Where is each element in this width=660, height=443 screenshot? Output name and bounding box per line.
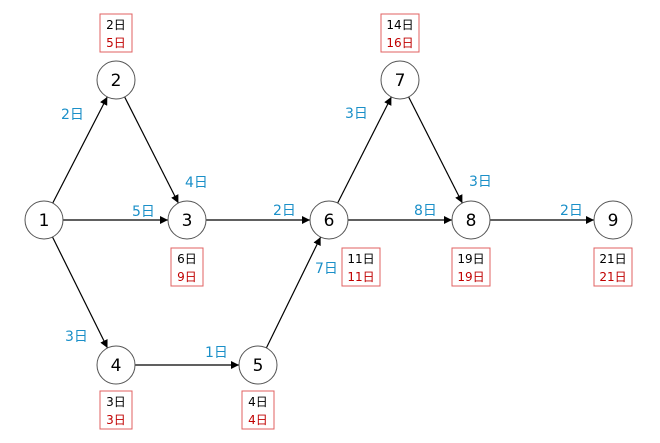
time-box-8-frame — [451, 247, 491, 287]
node-7-circle — [380, 60, 420, 100]
edge-1-2 — [52, 96, 108, 204]
edge-label-2-3: 4日 — [185, 175, 208, 191]
edge-labels: 2日 5日 3日 4日 2日 1日 7日 3日 8日 3日 2日 — [61, 106, 583, 361]
node-2-label: 2 — [111, 71, 122, 91]
edge-5-6 — [265, 236, 322, 349]
node-6-circle — [309, 200, 349, 240]
node-2: 2 — [96, 60, 136, 100]
node-9-label: 9 — [608, 211, 619, 231]
time-box-6-early: 11日 — [347, 252, 374, 266]
edge-label-6-8: 8日 — [414, 203, 437, 219]
node-9: 9 — [593, 200, 633, 240]
node-7-label: 7 — [395, 71, 406, 91]
edge-label-1-4: 3日 — [65, 329, 88, 345]
time-box-5-frame — [241, 390, 275, 430]
edge-label-5-6: 7日 — [315, 261, 338, 277]
time-box-7-late: 16日 — [386, 36, 413, 50]
time-box-7-frame — [380, 13, 420, 53]
time-boxes: 2日 5日 6日 9日 3日 3日 4日 4日 11日 11日 14日 16日 — [99, 13, 633, 430]
time-box-4-frame — [99, 390, 133, 430]
time-box-6-late: 11日 — [347, 270, 374, 284]
edge-2-3 — [124, 96, 179, 204]
time-box-4-early: 3日 — [106, 395, 126, 409]
node-7: 7 — [380, 60, 420, 100]
edge-6-7 — [337, 96, 392, 204]
time-box-6: 11日 11日 — [341, 247, 381, 287]
node-8: 8 — [451, 200, 491, 240]
time-box-9: 21日 21日 — [593, 247, 633, 287]
time-box-2-frame — [99, 13, 133, 53]
node-5-circle — [238, 345, 278, 385]
node-4-label: 4 — [111, 356, 122, 376]
node-6: 6 — [309, 200, 349, 240]
node-8-label: 8 — [466, 211, 477, 231]
node-9-circle — [593, 200, 633, 240]
nodes: 1 2 3 4 5 6 7 8 — [24, 60, 633, 385]
time-box-5-late: 4日 — [248, 413, 268, 427]
edge-1-4 — [51, 236, 109, 349]
time-box-2-early: 2日 — [106, 18, 126, 32]
time-box-8: 19日 19日 — [451, 247, 491, 287]
node-1-label: 1 — [39, 211, 50, 231]
edge-label-8-9: 2日 — [560, 203, 583, 219]
time-box-2-late: 5日 — [106, 36, 126, 50]
node-4-circle — [96, 345, 136, 385]
edge-label-4-5: 1日 — [205, 345, 228, 361]
time-box-7-early: 14日 — [386, 18, 413, 32]
time-box-9-early: 21日 — [599, 252, 626, 266]
time-box-5: 4日 4日 — [241, 390, 275, 430]
node-3-circle — [167, 200, 207, 240]
edge-label-1-3: 5日 — [132, 204, 155, 220]
time-box-9-frame — [593, 247, 633, 287]
time-box-6-frame — [341, 247, 381, 287]
node-3: 3 — [167, 200, 207, 240]
time-box-8-late: 19日 — [457, 270, 484, 284]
time-box-7: 14日 16日 — [380, 13, 420, 53]
node-6-label: 6 — [324, 211, 335, 231]
edges — [51, 96, 594, 369]
node-5: 5 — [238, 345, 278, 385]
time-box-9-late: 21日 — [599, 270, 626, 284]
edge-label-1-2: 2日 — [61, 107, 84, 123]
time-box-4: 3日 3日 — [99, 390, 133, 430]
node-1-circle — [24, 200, 64, 240]
time-box-3-late: 9日 — [177, 270, 197, 284]
edge-label-6-7: 3日 — [345, 106, 368, 122]
time-box-4-late: 3日 — [106, 413, 126, 427]
edge-7-8 — [408, 96, 463, 204]
time-box-3-early: 6日 — [177, 252, 197, 266]
time-box-5-early: 4日 — [248, 395, 268, 409]
time-box-8-early: 19日 — [457, 252, 484, 266]
node-5-label: 5 — [253, 356, 264, 376]
edge-label-7-8: 3日 — [469, 174, 492, 190]
time-box-3: 6日 9日 — [170, 247, 204, 287]
time-box-2: 2日 5日 — [99, 13, 133, 53]
time-box-3-frame — [170, 247, 204, 287]
node-1: 1 — [24, 200, 64, 240]
node-2-circle — [96, 60, 136, 100]
node-3-label: 3 — [182, 211, 193, 231]
node-8-circle — [451, 200, 491, 240]
node-4: 4 — [96, 345, 136, 385]
edge-label-3-6: 2日 — [273, 203, 296, 219]
